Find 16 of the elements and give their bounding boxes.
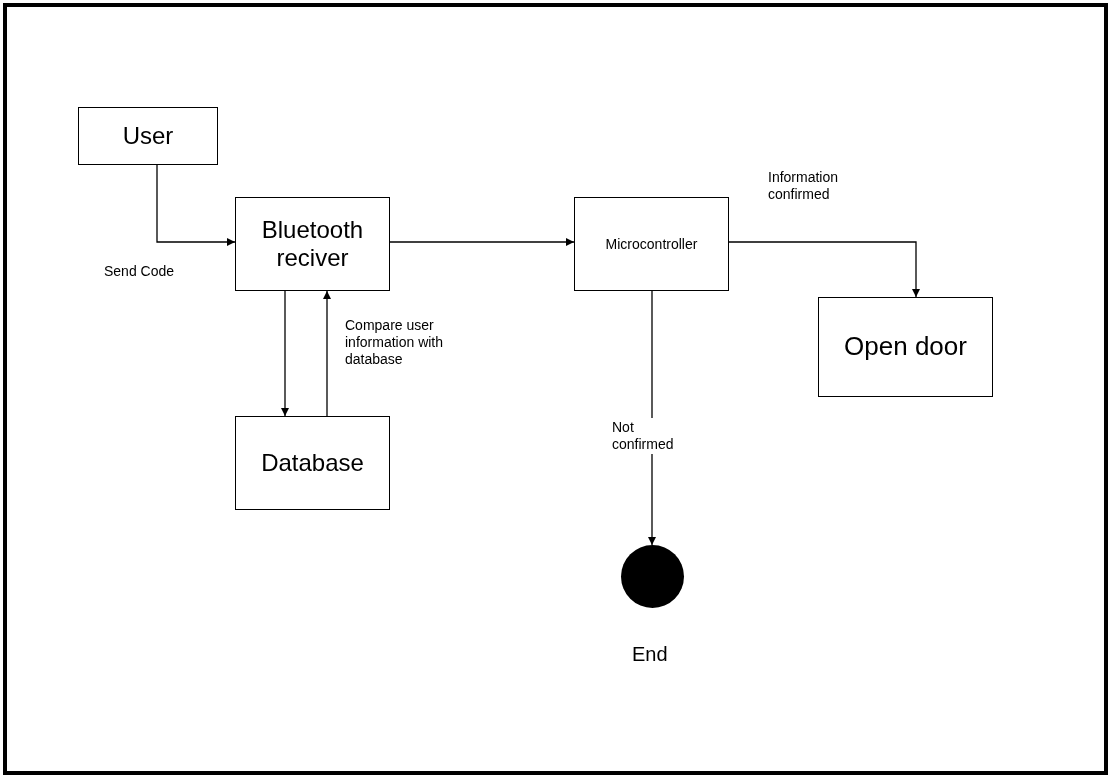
- node-label: User: [121, 121, 175, 152]
- arrow: [156, 164, 236, 246]
- arrow: [323, 290, 331, 417]
- process-box: [574, 197, 729, 291]
- node-label: Open door: [843, 330, 968, 364]
- arrow: [389, 238, 575, 246]
- process-box: [235, 197, 390, 291]
- node-caption: End: [632, 643, 668, 666]
- process-box: [78, 107, 218, 165]
- process-box: [818, 297, 993, 397]
- arrow: [728, 241, 920, 298]
- node-label: Microcontroller: [604, 234, 699, 254]
- process-box: [235, 416, 390, 510]
- node-label: Bluetooth reciver: [260, 215, 365, 273]
- node-label: Database: [260, 448, 365, 479]
- arrow: [281, 290, 289, 417]
